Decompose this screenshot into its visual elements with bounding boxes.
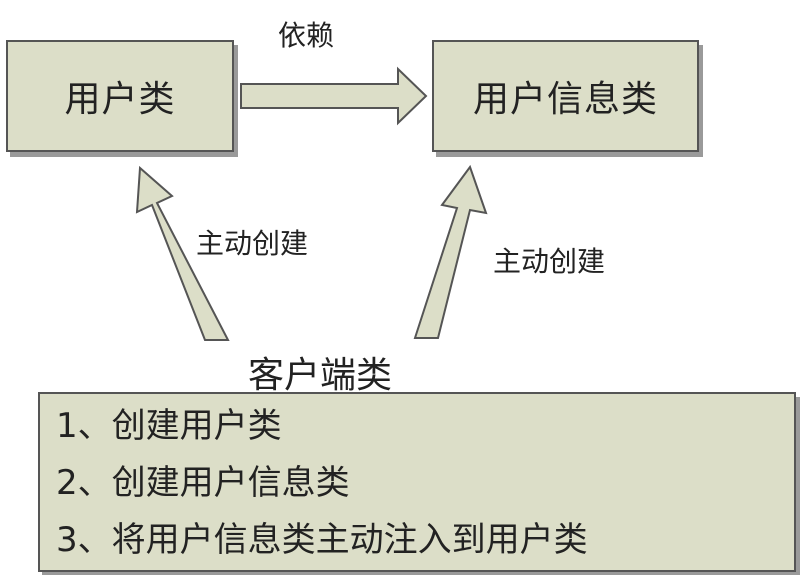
create-arrow-left xyxy=(135,165,230,341)
user-class-box: 用户类 xyxy=(6,40,234,152)
client-step-2: 2、创建用户信息类 xyxy=(56,463,350,503)
user-info-class-label: 用户信息类 xyxy=(472,79,658,120)
create-right-label: 主动创建 xyxy=(493,245,606,278)
user-class-label: 用户类 xyxy=(64,79,176,120)
client-class-box: 1、创建用户类 2、创建用户信息类 3、将用户信息类主动注入到用户类 xyxy=(38,392,796,572)
create-left-label: 主动创建 xyxy=(196,227,309,260)
dependency-arrow xyxy=(240,66,428,126)
dependency-label: 依赖 xyxy=(278,19,335,52)
create-arrow-right xyxy=(413,164,488,339)
client-class-title: 客户端类 xyxy=(248,355,393,396)
client-step-1: 1、创建用户类 xyxy=(56,406,282,446)
client-step-3: 3、将用户信息类主动注入到用户类 xyxy=(56,520,588,560)
client-steps-list: 1、创建用户类 2、创建用户信息类 3、将用户信息类主动注入到用户类 xyxy=(56,398,588,569)
user-info-class-box: 用户信息类 xyxy=(432,40,699,152)
